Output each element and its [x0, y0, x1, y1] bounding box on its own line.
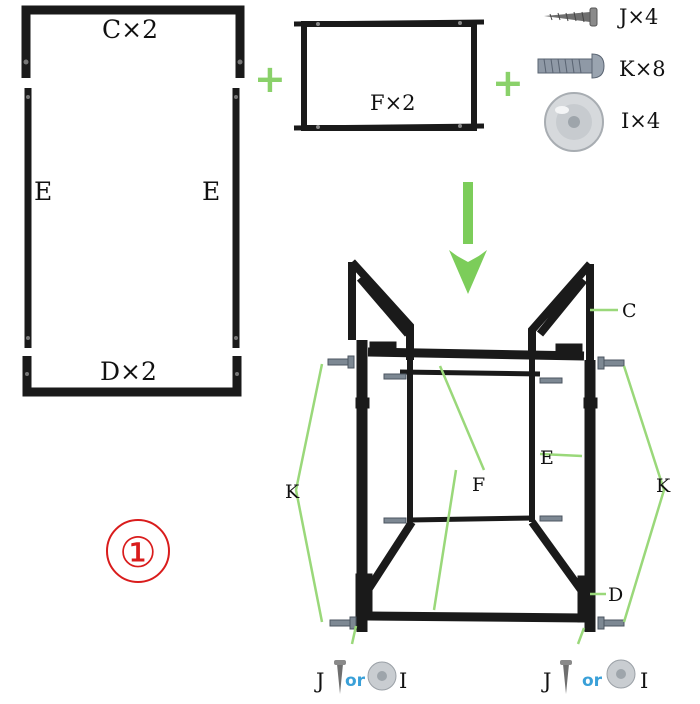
label-c-count: C×2	[102, 15, 158, 44]
option-right-i: I	[640, 669, 648, 693]
label-k-count: K×8	[619, 57, 666, 81]
fastener-option-right: J or I	[541, 659, 648, 694]
option-right-j: J	[541, 669, 551, 693]
fastener-option-left: J or I	[314, 660, 407, 694]
option-right-or: or	[582, 671, 603, 691]
hardware-list: J×4 K×8 I×4	[537, 5, 666, 152]
assembled-rack	[348, 259, 598, 632]
label-d-count: D×2	[100, 357, 157, 386]
foot-i-icon	[544, 92, 604, 152]
rack-label-k-right: K	[656, 475, 671, 497]
rack-label-c: C	[622, 300, 637, 322]
option-left-i: I	[399, 669, 407, 693]
label-j-count: J×4	[617, 5, 658, 29]
label-f-count: F×2	[370, 91, 416, 115]
screw-j-vertical-icon	[560, 660, 572, 694]
leader-lines	[294, 308, 666, 645]
screw-j-icon	[544, 7, 598, 27]
side-frame-part: C×2 E E D×2	[21, 5, 245, 397]
rack-label-e: E	[540, 447, 554, 469]
rack-label-f: F	[472, 474, 485, 496]
label-e-right: E	[202, 177, 220, 206]
label-i-count: I×4	[621, 109, 660, 133]
option-left-j: J	[314, 669, 324, 693]
suction-foot-icon	[606, 659, 636, 689]
bolt-k-icon	[537, 53, 605, 79]
crossbar-f-part: F×2	[293, 19, 485, 131]
label-e-left: E	[34, 177, 52, 206]
down-arrow-icon	[449, 182, 487, 294]
rack-bolts	[327, 355, 625, 630]
suction-foot-icon	[367, 661, 397, 691]
rack-label-k-left: K	[285, 481, 300, 503]
step-number-circle	[106, 519, 170, 583]
option-left-or: or	[345, 671, 366, 691]
screw-j-vertical-icon	[334, 660, 346, 694]
rack-label-d: D	[608, 584, 623, 606]
plus-sign-2: +	[492, 61, 524, 105]
frame-c-piece	[21, 5, 245, 78]
plus-sign-1: +	[254, 57, 286, 101]
step-number: ①	[119, 528, 157, 577]
